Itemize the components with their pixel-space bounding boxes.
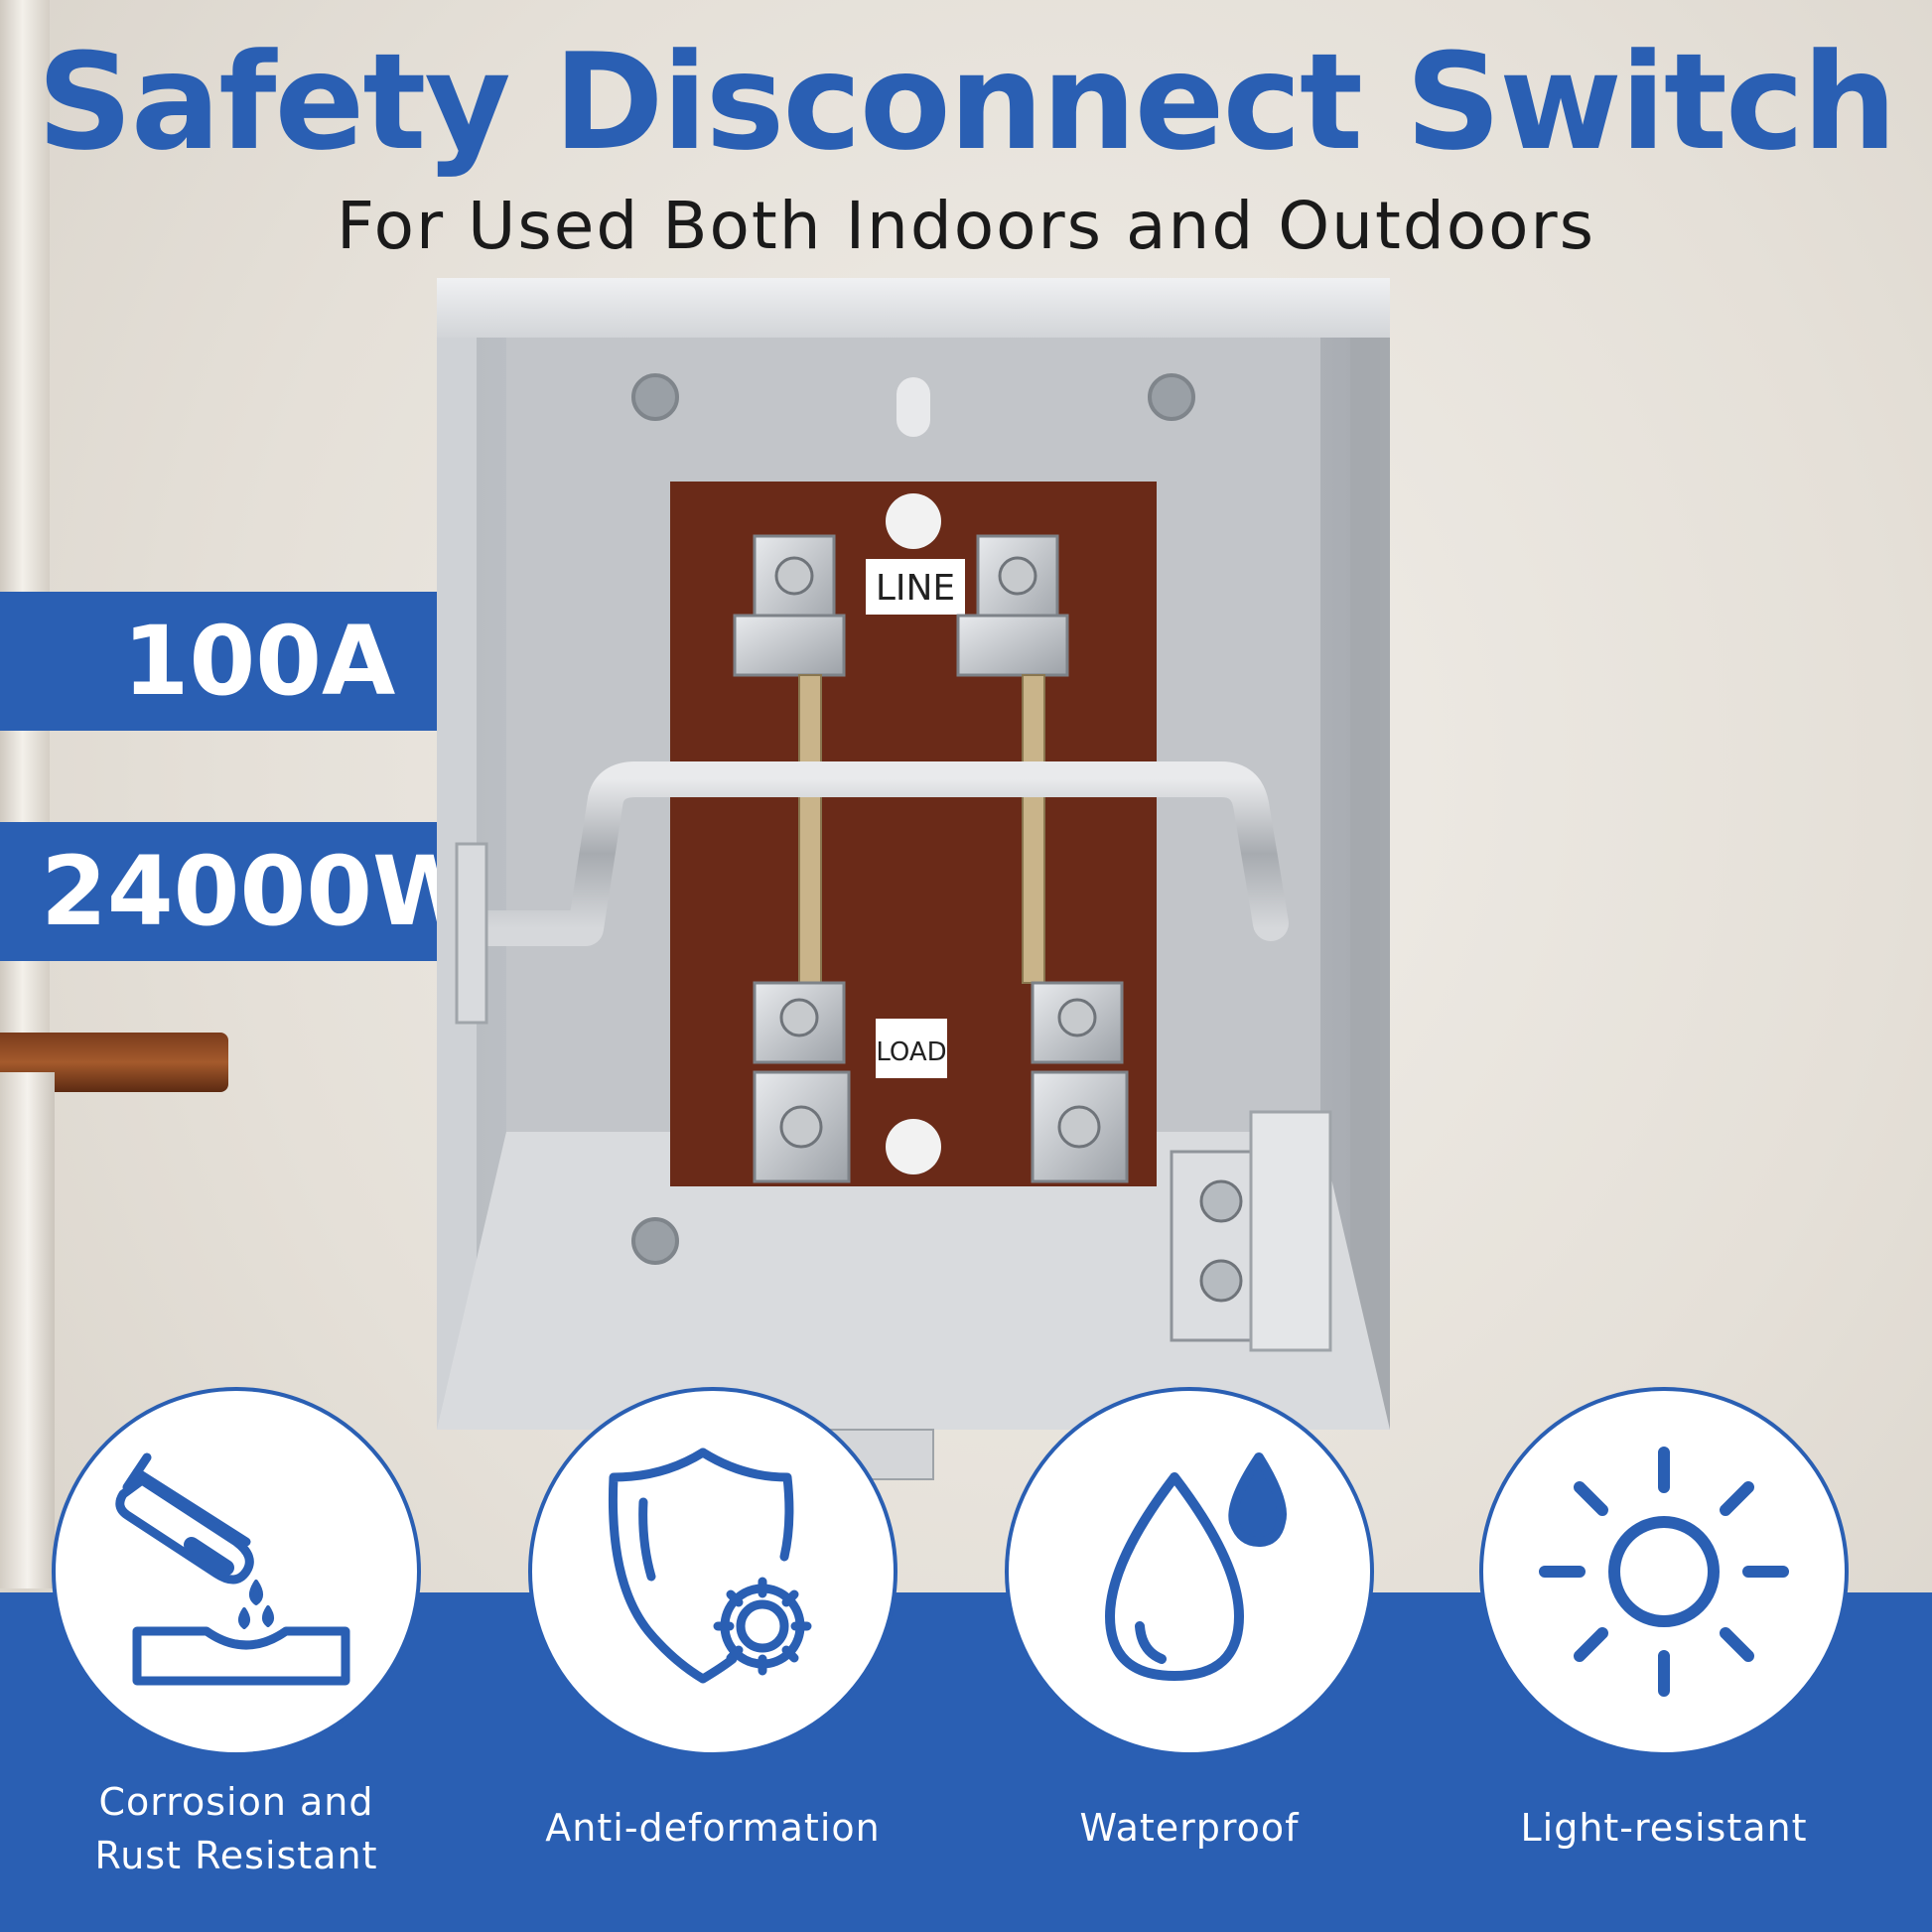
spec-power-value: 24000W bbox=[41, 836, 478, 947]
feature-waterproof bbox=[1005, 1387, 1374, 1756]
feature-corrosion-label-line1: Corrosion and bbox=[98, 1780, 374, 1824]
switch-handle bbox=[459, 761, 1289, 946]
page-subtitle: For Used Both Indoors and Outdoors bbox=[336, 188, 1596, 264]
disconnect-switch-image: LINE LOAD bbox=[437, 278, 1390, 1480]
feature-anti-deformation bbox=[528, 1387, 897, 1756]
water-drop-icon bbox=[1105, 1452, 1287, 1681]
load-label: LOAD bbox=[876, 1037, 946, 1067]
feature-anti-deformation-label: Anti-deformation bbox=[545, 1806, 881, 1850]
feature-light-resistant bbox=[1479, 1387, 1849, 1756]
spec-badge-power: 24000W bbox=[0, 822, 518, 961]
feature-corrosion bbox=[52, 1387, 421, 1756]
sun-icon bbox=[1539, 1447, 1789, 1697]
spec-current-value: 100A bbox=[122, 606, 396, 717]
feature-corrosion-label-line2: Rust Resistant bbox=[94, 1834, 378, 1877]
shield-gear-icon bbox=[608, 1448, 812, 1684]
feature-light-resistant-label: Light-resistant bbox=[1520, 1806, 1808, 1850]
background-pipe-lower bbox=[0, 1072, 55, 1588]
spec-badge-current: 100A bbox=[0, 592, 518, 731]
feature-waterproof-label: Waterproof bbox=[1079, 1806, 1300, 1850]
corrosion-icon bbox=[115, 1452, 350, 1686]
line-label: LINE bbox=[876, 568, 955, 609]
feature-corrosion-label: Corrosion and Rust Resistant bbox=[28, 1775, 445, 1882]
page-title: Safety Disconnect Switch bbox=[37, 25, 1897, 180]
